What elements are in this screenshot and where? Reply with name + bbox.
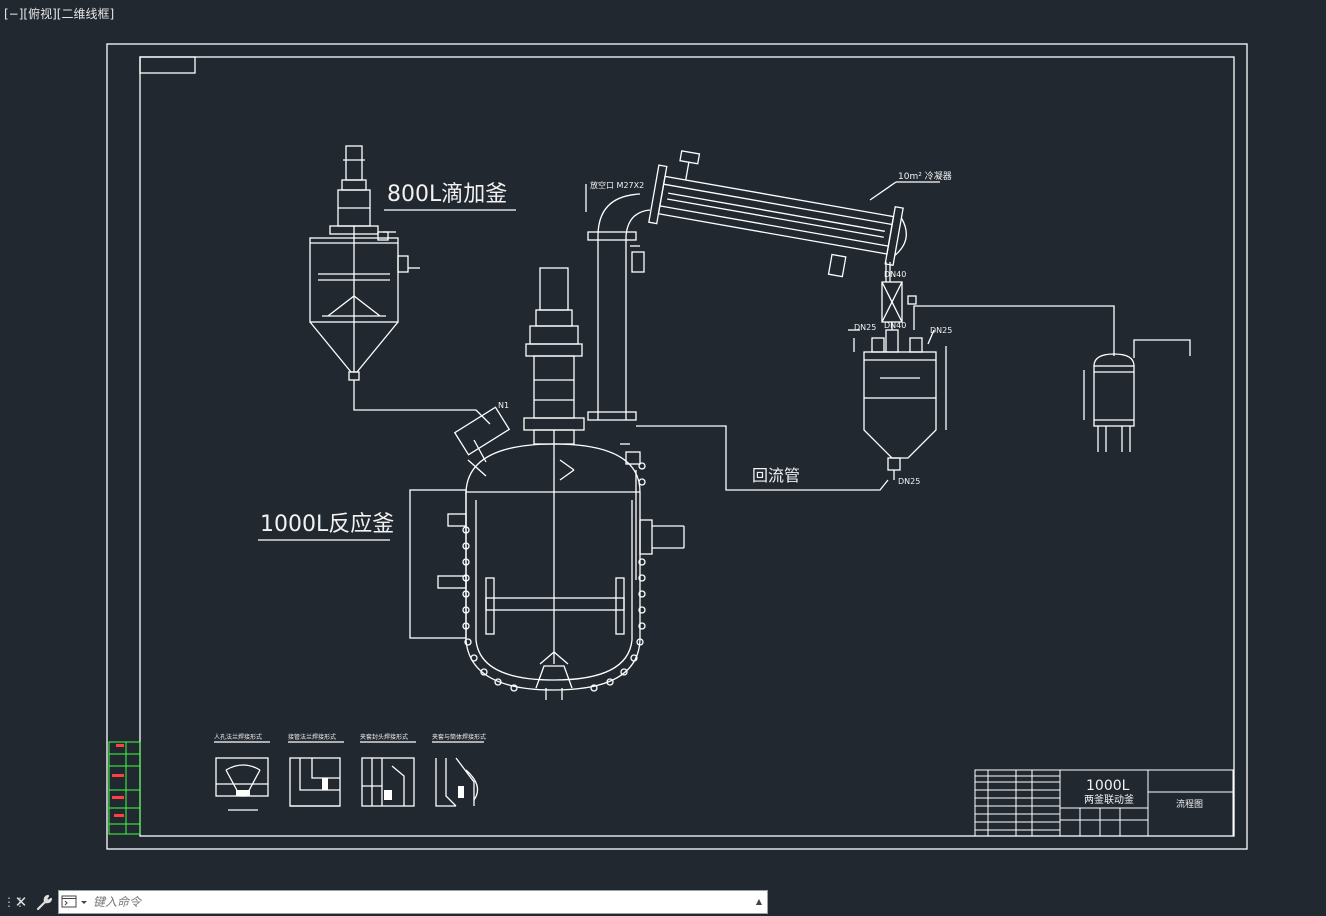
weld-detail-4-hatch — [458, 786, 464, 798]
weld-detail-1 — [214, 741, 270, 811]
title-block-sheet-title: 流程图 — [1176, 798, 1203, 810]
inner-drawing-frame — [139, 56, 1235, 837]
reflux-pipe-line — [636, 425, 889, 491]
drip-tank-drawing — [309, 145, 420, 381]
condenser-drawing — [648, 150, 907, 278]
command-prompt-icon[interactable] — [61, 894, 91, 910]
wrench-icon[interactable] — [34, 892, 54, 912]
vent-port-label: 放空口 M27X2 — [590, 180, 644, 190]
title-block-capacity: 1000L — [1086, 778, 1130, 794]
title-block-drawing-name: 两釜联动釜 — [1084, 793, 1134, 806]
drawing-canvas[interactable]: 800L滴加釜 1000L反应釜 回流管 10m² 冷凝器 放空口 M27X2 … — [0, 0, 1326, 886]
drag-grip-handle[interactable]: ⋮⋮ — [3, 895, 26, 909]
weld-detail-2-caption: 接管法兰焊接形式 — [288, 733, 336, 741]
title-block — [974, 769, 1234, 837]
command-line-bar: ⋮⋮ ✕ ▲ — [0, 888, 770, 916]
reactor-jacket-coils — [462, 462, 646, 692]
weld-detail-2-hatch — [322, 778, 328, 790]
viewport-controls-label[interactable]: [−][俯视][二维线框] — [4, 7, 115, 21]
condensate-line — [881, 262, 917, 323]
dn25-right-label: DN25 — [930, 326, 952, 335]
weld-detail-3 — [360, 741, 416, 807]
weld-detail-1-hatch — [236, 790, 250, 796]
dn40-bottom-label: DN40 — [884, 321, 906, 330]
condenser-label-leader — [869, 181, 897, 201]
revision-margin-strip — [108, 741, 141, 835]
feed-line — [353, 380, 491, 425]
reactor-drawing — [409, 267, 685, 700]
vent-line — [913, 305, 1115, 356]
vent-outlet-line — [1133, 339, 1191, 358]
weld-detail-2 — [288, 741, 344, 807]
dn25-left-label: DN25 — [854, 323, 876, 332]
corner-code-box — [139, 56, 196, 74]
command-input[interactable] — [93, 892, 753, 912]
dn25-bottom-label: DN25 — [898, 477, 920, 486]
dn40-top-label: DN40 — [884, 270, 906, 279]
weld-detail-4 — [432, 741, 484, 807]
command-input-box: ▲ — [58, 890, 768, 914]
vapor-riser — [585, 184, 651, 421]
drip-tank-label: 800L滴加釜 — [387, 182, 507, 207]
outer-sheet-border — [106, 43, 1248, 850]
weld-detail-3-caption: 夹套封头焊接形式 — [360, 733, 408, 741]
receiver-tank-drawing — [848, 322, 947, 480]
weld-detail-3-hatch — [384, 790, 392, 800]
close-icon[interactable]: ✕ — [14, 893, 28, 911]
reactor-label: 1000L反应釜 — [260, 512, 394, 537]
n1-nozzle-label: N1 — [498, 401, 509, 410]
condenser-label: 10m² 冷凝器 — [898, 170, 952, 182]
weld-detail-4-caption: 夹套与筒体焊接形式 — [432, 733, 486, 741]
weld-detail-1-caption: 人孔法兰焊接形式 — [214, 733, 262, 741]
reflux-pipe-label: 回流管 — [752, 466, 800, 485]
small-vessel-drawing — [1083, 353, 1135, 452]
chevron-up-icon[interactable]: ▲ — [755, 897, 763, 906]
